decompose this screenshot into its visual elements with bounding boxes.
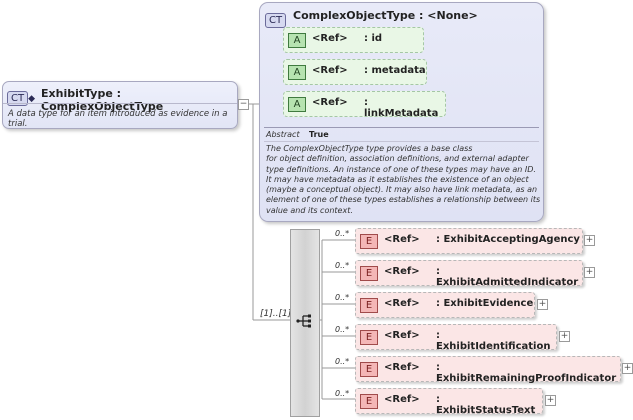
- element-name: : ExhibitEvidence: [436, 298, 534, 309]
- element-ref: <Ref>: [384, 394, 420, 405]
- element-name: : ExhibitIdentification: [436, 330, 551, 352]
- element-badge: E: [360, 266, 378, 281]
- element-multiplicity: 0..*: [335, 389, 350, 398]
- element-ref: <Ref>: [384, 234, 420, 245]
- element-ref: <Ref>: [384, 362, 420, 373]
- expand-button[interactable]: +: [584, 267, 595, 278]
- expand-button[interactable]: +: [622, 363, 633, 374]
- divider: [264, 127, 539, 128]
- attribute-ref: <Ref>: [312, 65, 348, 76]
- attribute-ref: <Ref>: [312, 97, 348, 108]
- abstract-value: True: [309, 130, 329, 139]
- sequence-multiplicity: [1]..[1]: [260, 309, 292, 319]
- abstract-label: Abstract: [266, 130, 300, 139]
- base-complex-type-badge: CT: [265, 8, 287, 28]
- element-multiplicity: 0..*: [335, 325, 350, 334]
- element-badge: E: [360, 234, 378, 249]
- base-type-description: The ComplexObjectType type provides a ba…: [266, 144, 541, 215]
- expand-button[interactable]: +: [559, 331, 570, 342]
- element-ref: <Ref>: [384, 330, 420, 341]
- attribute-name: : id: [364, 33, 383, 44]
- divider: [3, 103, 237, 104]
- element-name: : ExhibitAcceptingAgency: [436, 234, 580, 245]
- element-exhibit-admitted-indicator[interactable]: E <Ref> : ExhibitAdmittedIndicator: [355, 260, 583, 288]
- element-exhibit-evidence[interactable]: E <Ref> : ExhibitEvidence: [355, 292, 535, 318]
- element-badge: E: [360, 394, 378, 409]
- attribute-id[interactable]: A <Ref> : id: [283, 27, 424, 53]
- divider: [264, 141, 539, 142]
- element-ref: <Ref>: [384, 266, 420, 277]
- element-exhibit-identification[interactable]: E <Ref> : ExhibitIdentification: [355, 324, 557, 352]
- element-name: : ExhibitRemainingProofIndicator: [436, 362, 617, 384]
- attribute-badge: A: [288, 97, 306, 112]
- element-badge: E: [360, 362, 378, 377]
- collapse-toggle[interactable]: −: [238, 99, 249, 110]
- element-exhibit-remaining-proof-indicator[interactable]: E <Ref> : ExhibitRemainingProofIndicator: [355, 356, 621, 384]
- type-description: A data type for an item introduced as ev…: [8, 109, 228, 129]
- element-multiplicity: 0..*: [335, 357, 350, 366]
- attribute-metadata[interactable]: A <Ref> : metadata: [283, 59, 427, 85]
- element-badge: E: [360, 330, 378, 345]
- attribute-link-metadata[interactable]: A <Ref> : linkMetadata: [283, 91, 446, 119]
- element-multiplicity: 0..*: [335, 293, 350, 302]
- sequence-compositor[interactable]: [290, 229, 320, 417]
- attribute-name: : linkMetadata: [364, 97, 439, 119]
- base-type-name: ComplexObjectType : <None>: [293, 9, 478, 22]
- element-exhibit-accepting-agency[interactable]: E <Ref> : ExhibitAcceptingAgency: [355, 228, 583, 254]
- element-exhibit-status-text[interactable]: E <Ref> : ExhibitStatusText: [355, 388, 543, 416]
- attribute-name: : metadata: [364, 65, 426, 76]
- attribute-ref: <Ref>: [312, 33, 348, 44]
- element-badge: E: [360, 298, 378, 313]
- expand-button[interactable]: +: [584, 235, 595, 246]
- element-name: : ExhibitAdmittedIndicator: [436, 266, 579, 288]
- expand-button[interactable]: +: [545, 395, 556, 406]
- expand-button[interactable]: +: [537, 299, 548, 310]
- attribute-badge: A: [288, 33, 306, 48]
- complex-type-badge: CT◆: [7, 86, 35, 106]
- exhibit-type-box[interactable]: CT◆ ExhibitType : ComplexObjectType A da…: [2, 81, 238, 129]
- element-multiplicity: 0..*: [335, 229, 350, 238]
- attribute-badge: A: [288, 65, 306, 80]
- element-ref: <Ref>: [384, 298, 420, 309]
- element-name: : ExhibitStatusText: [436, 394, 536, 416]
- sequence-icon: [296, 314, 311, 328]
- element-multiplicity: 0..*: [335, 261, 350, 270]
